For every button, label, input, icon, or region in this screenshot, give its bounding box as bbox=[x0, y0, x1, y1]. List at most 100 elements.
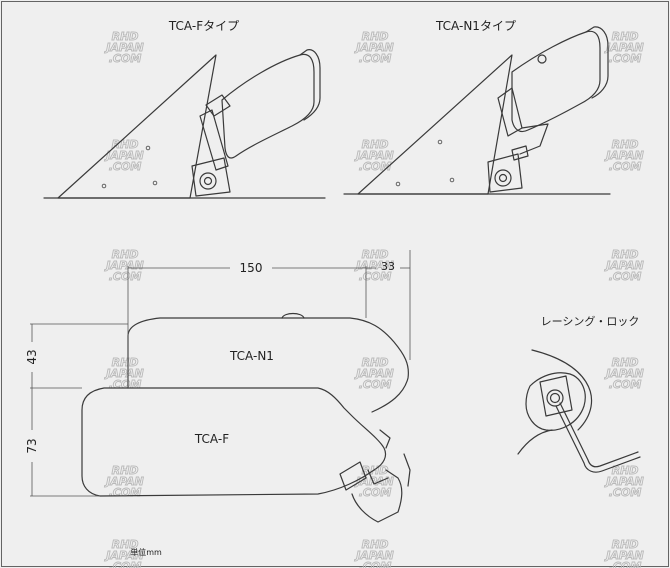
racing-lock-plate bbox=[539, 375, 573, 417]
watermark-text: .COM bbox=[359, 560, 392, 568]
tca-n1-outline bbox=[127, 317, 409, 413]
racing-lock-housing-curve bbox=[531, 349, 593, 431]
racing-lock-hex-key-edge bbox=[555, 405, 641, 473]
watermark-text: RHD bbox=[612, 138, 639, 151]
watermark-text: RHD bbox=[612, 356, 639, 369]
racing-lock-detail bbox=[517, 349, 641, 473]
watermark-text: JAPAN bbox=[104, 41, 143, 54]
tca-n1-type-title: TCA-N1タイプ bbox=[435, 19, 516, 33]
tca-f-pivot-bolt bbox=[203, 176, 213, 186]
watermark-text: JAPAN bbox=[604, 367, 643, 380]
tca-n1-screw-hole bbox=[437, 139, 443, 145]
watermark-text: JAPAN bbox=[104, 549, 143, 562]
watermark-text: .COM bbox=[359, 378, 392, 391]
watermark-text: RHD bbox=[612, 30, 639, 43]
watermark-text: JAPAN bbox=[104, 475, 143, 488]
outline-label-tca-n1: TCA-N1 bbox=[229, 349, 274, 363]
tca-f-stem-top bbox=[205, 94, 231, 117]
watermark-text: RHD bbox=[112, 30, 139, 43]
tca-n1-link-arm bbox=[519, 123, 549, 155]
watermark-text: JAPAN bbox=[104, 259, 143, 272]
tca-f-side-view bbox=[43, 49, 326, 199]
watermark-text: RHD bbox=[112, 538, 139, 551]
dim-label-33: 33 bbox=[381, 260, 395, 273]
tca-f-mirror-stem bbox=[199, 109, 229, 171]
watermark-text: RHD bbox=[362, 138, 389, 151]
watermark-text: JAPAN bbox=[604, 475, 643, 488]
racing-lock-hex-key bbox=[559, 402, 639, 468]
racing-lock-label: レーシング・ロック bbox=[541, 314, 640, 328]
racing-lock-base-curve bbox=[517, 429, 553, 455]
watermark-text: .COM bbox=[609, 378, 642, 391]
watermark-text: JAPAN bbox=[604, 259, 643, 272]
tca-f-outline-edge bbox=[403, 453, 411, 487]
tca-n1-screw-hole bbox=[449, 177, 455, 183]
watermark-text: RHD bbox=[112, 356, 139, 369]
watermark-layer: RHDJAPAN.COMRHDJAPAN.COMRHDJAPAN.COMRHDJ… bbox=[104, 30, 644, 568]
watermark-text: JAPAN bbox=[604, 149, 643, 162]
tca-n1-outline-bump bbox=[281, 312, 305, 319]
watermark-text: RHD bbox=[362, 248, 389, 261]
tca-f-screw-hole bbox=[145, 145, 151, 151]
tca-f-screw-hole bbox=[101, 183, 107, 189]
tca-f-outline-mount bbox=[339, 461, 367, 491]
watermark-text: .COM bbox=[359, 270, 392, 283]
tca-n1-side-view bbox=[343, 26, 611, 195]
dim-label-43: 43 bbox=[25, 349, 39, 364]
unit-label: 単位mm bbox=[130, 547, 162, 557]
watermark-text: .COM bbox=[109, 560, 142, 568]
watermark-text: .COM bbox=[609, 52, 642, 65]
tca-n1-mirror-back bbox=[585, 26, 609, 99]
watermark-text: JAPAN bbox=[104, 367, 143, 380]
watermark-text: RHD bbox=[112, 138, 139, 151]
racing-lock-bolt-inner bbox=[549, 392, 561, 404]
watermark-text: .COM bbox=[609, 160, 642, 173]
watermark-text: JAPAN bbox=[354, 549, 393, 562]
outline-label-tca-f: TCA-F bbox=[194, 432, 229, 446]
tca-f-type-title: TCA-Fタイプ bbox=[168, 19, 239, 33]
watermark-text: .COM bbox=[609, 270, 642, 283]
watermark-text: JAPAN bbox=[604, 41, 643, 54]
tca-f-base-bracket bbox=[191, 157, 231, 197]
watermark-text: .COM bbox=[609, 560, 642, 568]
watermark-text: JAPAN bbox=[354, 149, 393, 162]
tca-f-door-base bbox=[57, 54, 217, 199]
watermark-text: RHD bbox=[612, 464, 639, 477]
watermark-text: .COM bbox=[109, 160, 142, 173]
watermark-text: RHD bbox=[362, 538, 389, 551]
watermark-text: RHD bbox=[362, 30, 389, 43]
tca-n1-head-screw bbox=[537, 54, 547, 64]
outline-comparison bbox=[30, 250, 411, 523]
tca-f-pivot bbox=[199, 172, 217, 190]
watermark-text: .COM bbox=[109, 270, 142, 283]
watermark-text: .COM bbox=[109, 52, 142, 65]
watermark-text: RHD bbox=[112, 248, 139, 261]
watermark-text: .COM bbox=[359, 486, 392, 499]
dim-label-73: 73 bbox=[25, 438, 39, 453]
watermark-text: RHD bbox=[612, 248, 639, 261]
watermark-text: JAPAN bbox=[604, 549, 643, 562]
watermark-text: RHD bbox=[612, 538, 639, 551]
watermark-text: JAPAN bbox=[354, 475, 393, 488]
tca-f-outline-bracket bbox=[351, 469, 403, 523]
watermark-text: .COM bbox=[359, 160, 392, 173]
watermark-text: .COM bbox=[109, 486, 142, 499]
tca-f-outline-hinge bbox=[367, 469, 389, 485]
